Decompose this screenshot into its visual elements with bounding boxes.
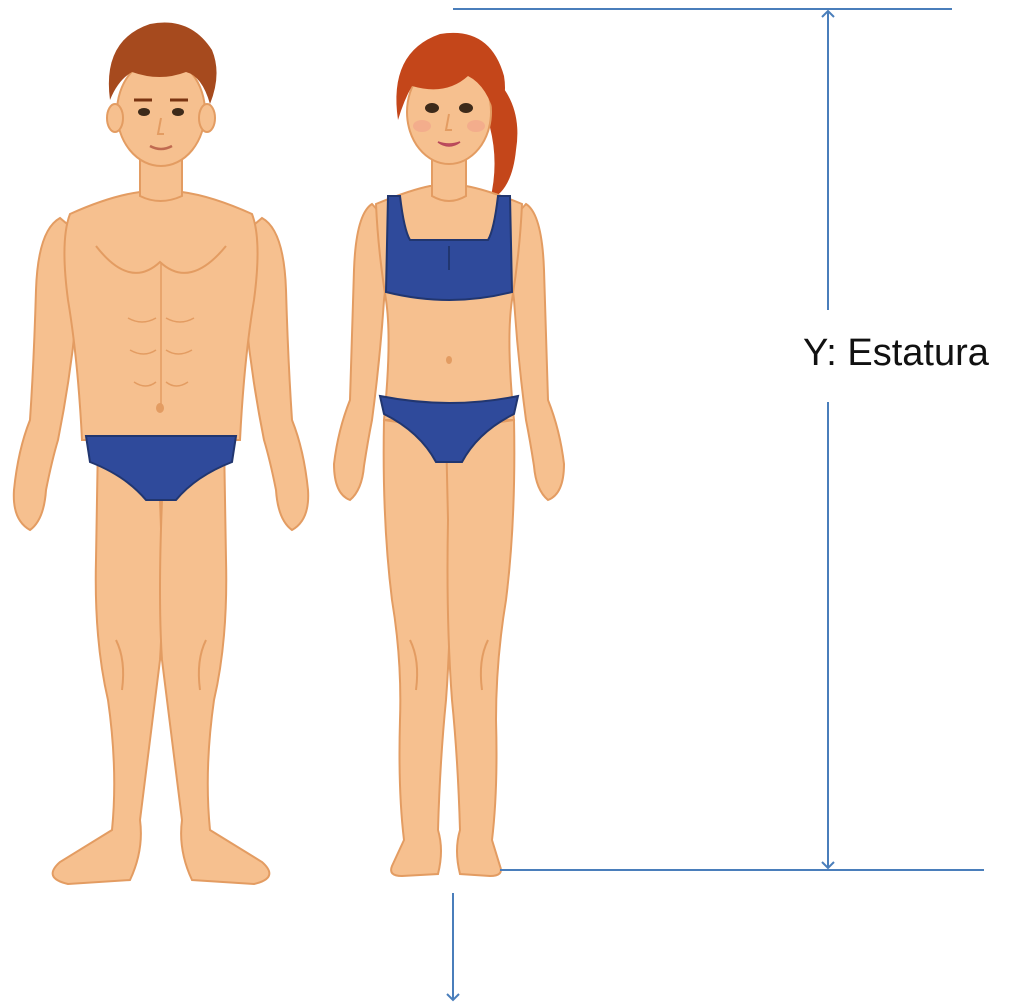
woman-figure-icon — [334, 33, 564, 876]
height-label: Y: Estatura — [803, 330, 989, 376]
man-figure-icon — [14, 22, 308, 884]
